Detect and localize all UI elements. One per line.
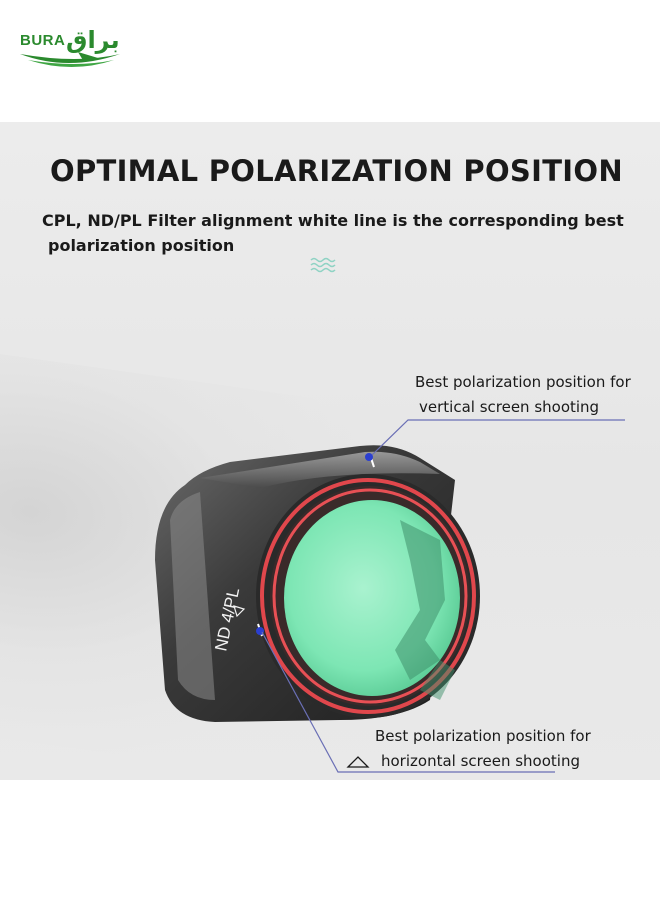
callout-vertical: Best polarization position for vertical … xyxy=(415,370,660,420)
callout-vertical-line-2: vertical screen shooting xyxy=(419,398,600,416)
callout-line-top xyxy=(371,419,625,456)
callout-triangle-icon xyxy=(346,756,370,768)
filter-red-ring-outer xyxy=(260,478,476,714)
callout-horizontal-line-1: Best polarization position for xyxy=(375,727,591,745)
filter-housing-side xyxy=(170,492,215,700)
callout-vertical-line-1: Best polarization position for xyxy=(415,373,631,391)
top-position-dot xyxy=(365,453,373,461)
filter-inner-parts xyxy=(395,520,445,680)
brand-logo: BURA براق xyxy=(18,24,124,76)
page-title: OPTIMAL POLARIZATION POSITION xyxy=(50,154,623,188)
callout-horizontal: Best polarization position for horizonta… xyxy=(375,724,635,774)
subtitle-line-2: polarization position xyxy=(48,236,235,255)
callout-line-bottom xyxy=(261,631,555,773)
wave-icon xyxy=(310,257,336,273)
filter-red-ring-inner xyxy=(272,488,468,704)
logo-arabic-text: براق xyxy=(66,26,120,54)
marking-triangle-icon xyxy=(233,605,246,618)
logo-text: BURA xyxy=(20,32,66,49)
subtitle: CPL, ND/PL Filter alignment white line i… xyxy=(42,208,642,258)
filter-housing-top xyxy=(200,451,440,488)
callout-horizontal-line-2: horizontal screen shooting xyxy=(381,752,580,770)
subtitle-line-1: CPL, ND/PL Filter alignment white line i… xyxy=(42,211,624,230)
logo-swoosh-icon xyxy=(20,52,120,67)
